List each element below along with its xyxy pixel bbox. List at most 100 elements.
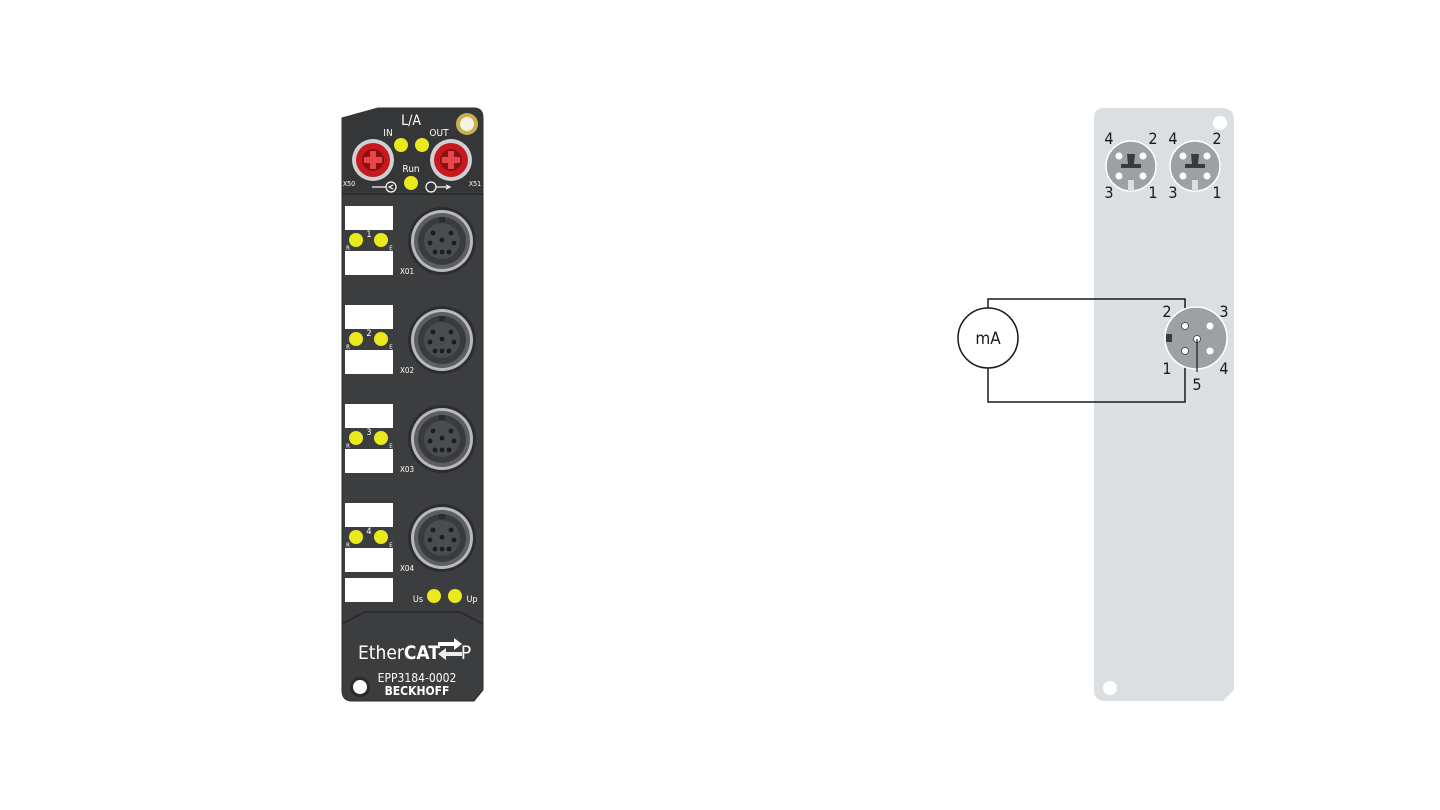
- m12-socket-4: [408, 504, 476, 572]
- led-e-label: E: [389, 245, 393, 252]
- part-number: EPP3184-0002: [378, 671, 457, 685]
- label-field-bottom: [345, 578, 393, 602]
- ethercat-p-port-1: 4 2 3 1: [1104, 129, 1157, 202]
- led-la-in: [394, 138, 408, 152]
- channel-connector-pinout: 2 3 1 4 5: [1162, 302, 1228, 394]
- channel-2: 2R E X02: [345, 305, 476, 375]
- port-pin: [1115, 172, 1123, 180]
- led-us: [427, 589, 441, 603]
- port-pin: [1139, 152, 1147, 160]
- connector-label: X04: [400, 564, 415, 573]
- channel-4: 4R E X04: [345, 503, 476, 573]
- panel-hole-top: [1213, 116, 1227, 130]
- connector-label: X01: [400, 267, 414, 276]
- led-error-channel: [374, 233, 388, 247]
- milliammeter-symbol: [957, 307, 1019, 369]
- channel-pin-label-4: 4: [1219, 359, 1228, 378]
- channel-pin-label-5: 5: [1192, 375, 1201, 394]
- label-field: [345, 251, 393, 275]
- channel-1: 1R E X01: [345, 206, 476, 276]
- led-run-channel: [349, 332, 363, 346]
- led-r-label: R: [346, 443, 350, 450]
- port-pin-label: 3: [1168, 183, 1177, 202]
- out-label: OUT: [429, 128, 449, 139]
- led-r-label: R: [346, 344, 350, 351]
- port-pin-label: 3: [1104, 183, 1113, 202]
- label-field: [345, 503, 393, 527]
- led-r-label: R: [346, 245, 350, 252]
- channel-pin-4: [1206, 347, 1214, 355]
- led-error-channel: [374, 431, 388, 445]
- us-label: Us: [413, 595, 423, 605]
- port-pin-label: 2: [1212, 129, 1221, 148]
- port-pin-label: 1: [1212, 183, 1221, 202]
- m12-socket-3: [408, 405, 476, 473]
- led-run: [404, 176, 418, 190]
- port-pin: [1115, 152, 1123, 160]
- panel-silhouette: [1094, 108, 1234, 701]
- ethercat-logo: EtherCAT: [358, 642, 440, 664]
- port-pin: [1203, 152, 1211, 160]
- led-r-label: R: [346, 542, 350, 549]
- in-label: IN: [383, 128, 392, 139]
- la-label: L/A: [401, 113, 421, 129]
- m12-socket-1: [408, 207, 476, 275]
- label-field: [345, 350, 393, 374]
- led-run-channel: [349, 530, 363, 544]
- port-pin-label: 4: [1168, 129, 1177, 148]
- channel-3: 3R E X03: [345, 404, 476, 474]
- port-pin: [1203, 172, 1211, 180]
- led-e-label: E: [389, 542, 393, 549]
- wire-bottom: [987, 351, 1186, 403]
- label-field: [345, 206, 393, 230]
- port-x51: [430, 139, 472, 181]
- led-e-label: E: [389, 344, 393, 351]
- run-label: Run: [402, 164, 419, 175]
- led-error-channel: [374, 332, 388, 346]
- arrow-in-icon: [372, 181, 397, 193]
- panel-hole-bottom: [1103, 681, 1117, 695]
- port-pin-label: 1: [1148, 183, 1157, 202]
- channel-number: 2: [366, 329, 371, 339]
- channel-pin-label-1: 1: [1162, 359, 1171, 378]
- channel-number: 4: [366, 527, 371, 537]
- arrow-out-icon: [425, 181, 452, 193]
- led-error-channel: [374, 530, 388, 544]
- milliammeter-label: mA: [975, 329, 1001, 349]
- channel-number: 1: [366, 230, 371, 240]
- footer-divider: [341, 611, 484, 625]
- x50-label: X50: [343, 180, 355, 188]
- port-pin: [1139, 172, 1147, 180]
- port-pin: [1179, 152, 1187, 160]
- channel-pin-1: [1181, 347, 1189, 355]
- x51-label: X51: [469, 180, 481, 188]
- ethercat-p-port-2: 4 2 3 1: [1168, 129, 1221, 202]
- channel-pin-label-3: 3: [1219, 302, 1228, 321]
- port-x50: [352, 139, 394, 181]
- channel-number: 3: [366, 428, 371, 438]
- connector-label: X02: [400, 366, 414, 375]
- channel-pin-2: [1181, 322, 1189, 330]
- connector-label: X03: [400, 465, 414, 474]
- port-pin: [1179, 172, 1187, 180]
- led-run-channel: [349, 233, 363, 247]
- label-field: [345, 449, 393, 473]
- led-e-label: E: [389, 443, 393, 450]
- port-pin-label: 2: [1148, 129, 1157, 148]
- ethercat-arrows-icon: [438, 638, 462, 660]
- channel-pin-3: [1206, 322, 1214, 330]
- led-up: [448, 589, 462, 603]
- led-la-out: [415, 138, 429, 152]
- ethercat-p-label: P: [461, 642, 471, 664]
- channel-pin-label-2: 2: [1162, 302, 1171, 321]
- port-pin-label: 4: [1104, 129, 1113, 148]
- label-field: [345, 404, 393, 428]
- manufacturer-logo: BECKHOFF: [385, 684, 450, 698]
- up-label: Up: [466, 595, 477, 605]
- label-field: [345, 305, 393, 329]
